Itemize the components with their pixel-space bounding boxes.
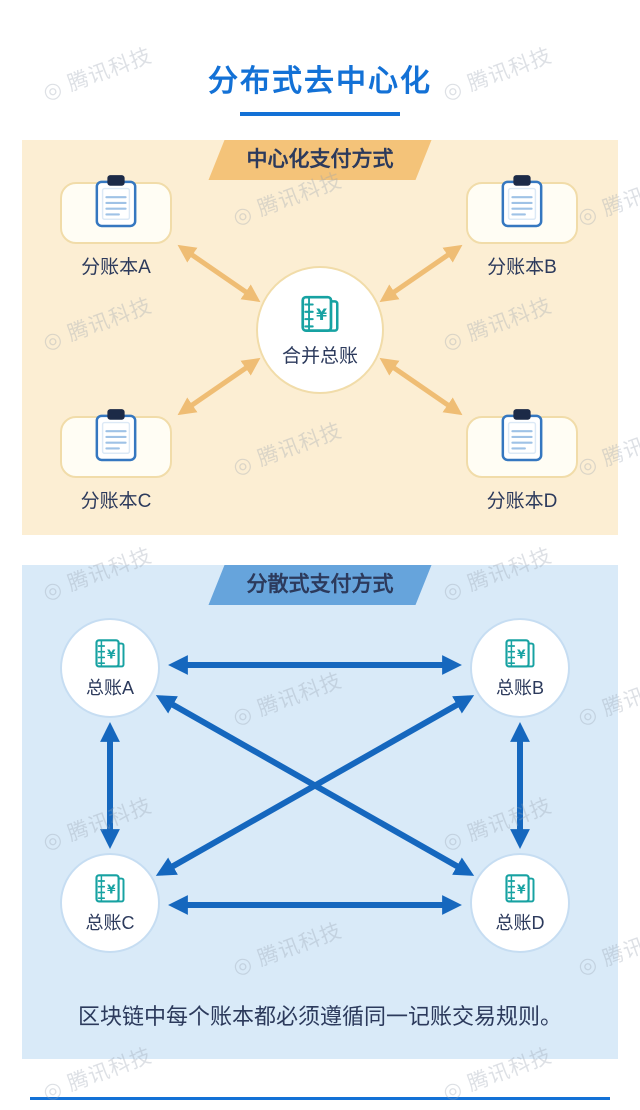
title-underline <box>240 112 400 116</box>
svg-text:¥: ¥ <box>107 882 116 896</box>
decentralized-panel: 分散式支付方式 ¥ 总账A ¥ 总账B ¥ 总账C <box>22 565 618 1059</box>
ledger-label: 分账本D <box>486 491 558 512</box>
page-title: 分布式去中心化 <box>208 65 432 98</box>
ledger-book-icon: ¥ <box>92 872 128 908</box>
svg-text:¥: ¥ <box>517 647 526 661</box>
clipboard-icon <box>499 174 545 230</box>
arrow-ledgerA-center <box>177 244 261 303</box>
central-ledger-label: 合并总账 <box>281 345 358 367</box>
general-ledger-node-a: ¥ 总账A <box>60 618 160 718</box>
arrow-ledgerC-center <box>177 357 261 416</box>
ledger-book-icon: ¥ <box>297 293 343 339</box>
clipboard-icon <box>93 408 139 464</box>
ledger-card <box>466 175 578 244</box>
node-label: 总账B <box>495 677 544 698</box>
ledger-card <box>60 175 172 244</box>
footer-divider <box>30 1097 610 1100</box>
ledger-node-c: 分账本C <box>58 409 174 513</box>
decentralized-arrows <box>100 655 530 915</box>
centralized-banner: 中心化支付方式 <box>209 140 432 180</box>
centralized-panel: 中心化支付方式 分账本A 分账本B <box>22 140 618 535</box>
svg-text:¥: ¥ <box>517 882 526 896</box>
general-ledger-node-b: ¥ 总账B <box>470 618 570 718</box>
decentralized-banner: 分散式支付方式 <box>209 565 432 605</box>
ledger-book-icon: ¥ <box>502 637 538 673</box>
clipboard-icon <box>93 174 139 230</box>
node-label: 总账C <box>85 912 135 933</box>
blockchain-rule-note: 区块链中每个账本都必须遵循同一记账交易规则。 <box>77 1004 562 1029</box>
ledger-label: 分账本A <box>81 257 151 278</box>
ledger-card <box>60 409 172 478</box>
node-label: 总账D <box>495 912 545 933</box>
ledger-label: 分账本B <box>487 257 557 278</box>
centralized-arrows <box>177 244 463 416</box>
arrow-ledgerB-center <box>379 244 463 303</box>
ledger-label: 分账本C <box>80 491 152 512</box>
svg-text:¥: ¥ <box>316 305 327 324</box>
arrow-B-C <box>155 695 475 876</box>
decentralized-banner-label: 分散式支付方式 <box>246 573 394 596</box>
ledger-node-a: 分账本A <box>58 175 174 279</box>
general-ledger-node-d: ¥ 总账D <box>470 853 570 953</box>
centralized-banner-label: 中心化支付方式 <box>246 148 394 171</box>
svg-text:¥: ¥ <box>107 647 116 661</box>
central-ledger-node: ¥ 合并总账 <box>256 266 384 394</box>
ledger-book-icon: ¥ <box>92 637 128 673</box>
general-ledger-node-c: ¥ 总账C <box>60 853 160 953</box>
ledger-node-d: 分账本D <box>464 409 580 513</box>
ledger-node-b: 分账本B <box>464 175 580 279</box>
ledger-card <box>466 409 578 478</box>
clipboard-icon <box>499 408 545 464</box>
arrow-ledgerD-center <box>379 357 463 416</box>
ledger-book-icon: ¥ <box>502 872 538 908</box>
node-label: 总账A <box>85 677 134 698</box>
